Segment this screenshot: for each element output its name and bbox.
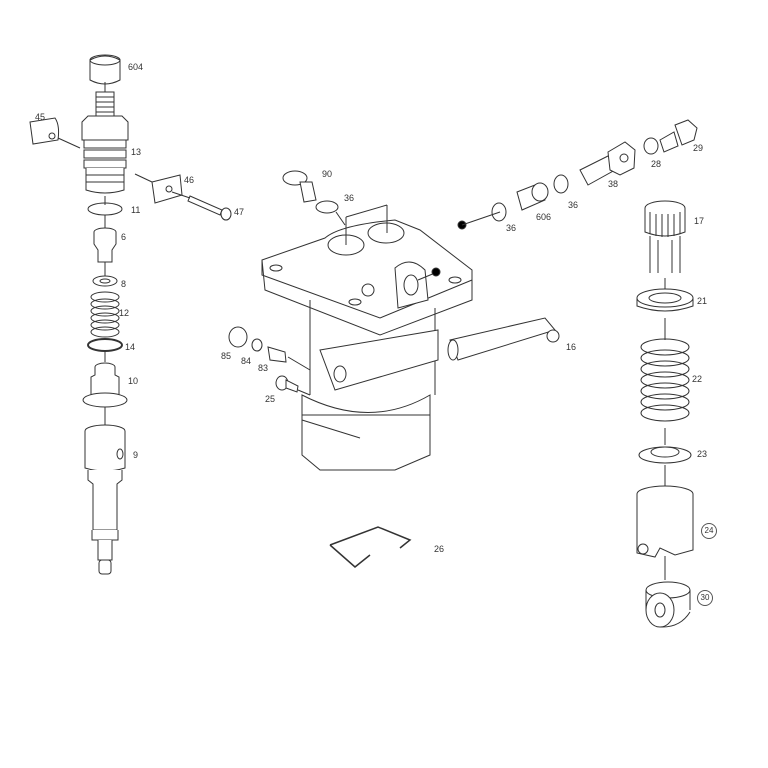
part-16-shaft [448,318,559,360]
part-29-bolt [660,120,697,152]
connection-dot-body [432,268,440,276]
part-label-13: 13 [131,147,142,157]
part-36-seal-b [554,175,568,193]
part-label-38: 38 [608,179,619,189]
part-9-plunger [85,425,125,574]
part-label-10: 10 [128,376,139,386]
part-47-screw [172,192,231,220]
part-label-24: 24 [701,523,717,539]
part-label-25: 25 [265,394,276,404]
part-label-11: 11 [131,205,141,215]
part-label-12: 12 [119,308,130,318]
part-13-valve-holder [82,92,128,193]
part-label-9: 9 [133,450,139,460]
part-21-spring-seat [637,289,693,311]
part-25-bolt [276,376,298,392]
part-label-90: 90 [322,169,333,179]
part-label-28: 28 [651,159,662,169]
part-label-14: 14 [125,342,136,352]
part-label-8: 8 [121,279,127,289]
part-label-29: 29 [693,143,704,153]
part-label-604: 604 [128,62,144,72]
parts-85-84-83 [229,327,286,362]
part-24-tappet [637,486,693,557]
part-10-barrel [83,363,127,407]
part-22-spring [641,339,689,421]
part-46-clamp [135,174,182,203]
pump-body [262,205,472,470]
part-28-washer [644,138,658,154]
part-label-30: 30 [697,590,713,606]
part-label-6: 6 [121,232,127,242]
part-14-ring [88,339,122,351]
part-23-lower-seat [639,447,691,463]
part-label-85: 85 [221,351,232,361]
part-label-606: 606 [536,212,552,222]
part-label-36: 36 [344,193,355,203]
part-604-cap [90,55,120,84]
part-label-83: 83 [258,363,269,373]
part-8-washer [93,276,117,286]
part-label-26: 26 [434,544,445,554]
part-label-46: 46 [184,175,195,185]
part-90-plug [283,171,316,202]
part-label-84: 84 [241,356,252,366]
part-label-36: 36 [568,200,579,210]
part-38-fitting [580,142,635,185]
part-26-clip [330,527,410,567]
part-36-seal-a [492,203,506,221]
part-45-clamp [30,118,80,148]
part-606-sleeve [517,183,548,210]
part-label-21: 21 [697,296,708,306]
part-label-22: 22 [692,374,703,384]
part-label-47: 47 [234,207,245,217]
part-label-23: 23 [697,449,708,459]
part-label-36: 36 [506,223,517,233]
part-label-45: 45 [35,112,46,122]
part-36-seal-top [316,201,338,213]
part-17-control-sleeve [645,201,685,273]
part-6-valve [94,228,116,262]
part-label-16: 16 [566,342,577,352]
part-12-spring [91,292,119,337]
part-30-roller [646,582,690,627]
part-label-17: 17 [694,216,705,226]
